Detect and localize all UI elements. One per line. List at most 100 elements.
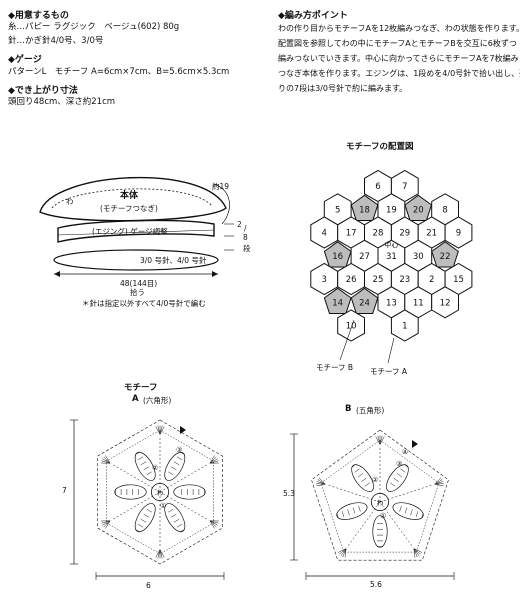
motif-number: 17	[346, 229, 357, 239]
motif-number: 15	[453, 275, 464, 285]
gauge-text: パターンL モチーフ A=6cm×7cm、B=5.6cm×5.3cm	[8, 67, 230, 77]
layout-label-b: モチーフ B	[316, 363, 354, 372]
motif-number: 31	[386, 252, 397, 262]
round-marker: ③	[176, 446, 182, 454]
gauge-heading: ◆ゲージ	[8, 55, 42, 65]
beret-band-line	[57, 229, 215, 236]
howto-line-5: りの7段は3/0号針で約に編みます。	[278, 84, 408, 93]
motif-number: 19	[386, 205, 397, 215]
motif-number: 20	[413, 205, 424, 215]
beret-side-num: 2	[237, 220, 242, 229]
motif-b-sub: (五角形)	[356, 406, 385, 415]
motif-number: 12	[440, 298, 451, 308]
beret-width-sub: 拾う	[130, 288, 145, 297]
pentagon-motif	[431, 241, 459, 268]
motif-cell: 18	[350, 194, 379, 221]
motif-b-height: 5.3	[283, 489, 295, 498]
layout-label-a: モチーフ A	[370, 367, 408, 376]
finished-heading: ◆でき上がり寸法	[8, 86, 78, 96]
round-marker: ②	[372, 476, 378, 484]
howto-heading: ◆編み方ポイント	[278, 11, 348, 21]
motif-b-label: B	[345, 404, 352, 414]
finished-text: 頭回り48cm、深さ約21cm	[8, 97, 116, 107]
motif-cell: 16	[323, 241, 352, 268]
motif-number: 16	[332, 252, 343, 262]
motif-number: 11	[413, 298, 424, 308]
round-marker: ②	[152, 464, 158, 472]
motif-b-start-mark: わ	[377, 499, 384, 507]
pentagon-motif	[350, 194, 379, 221]
motif-cell: 14	[323, 287, 352, 314]
round-marker: ③	[396, 460, 402, 468]
motif-number: 7	[402, 182, 407, 192]
motif-cell: 20	[404, 194, 433, 221]
beret-needles-label: 3/0 号針、4/0 号針	[140, 256, 207, 265]
motif-cell: 9	[444, 216, 473, 249]
start-arrow-icon	[412, 440, 418, 448]
motif-number: 10	[346, 322, 357, 332]
motif-a-sub: (六角形)	[143, 396, 172, 405]
motif-number: 27	[359, 252, 370, 262]
pentagon-motif	[323, 241, 352, 268]
motif-number: 6	[375, 182, 380, 192]
motif-b-width: 5.6	[370, 580, 382, 589]
motif-number: 13	[386, 298, 397, 308]
motif-a-center-ring	[150, 482, 170, 502]
beret-depth-label: 約19	[212, 182, 230, 191]
beret-body-sublabel: (モチーフつなぎ)	[100, 204, 158, 213]
beret-wa-label: わ	[66, 197, 74, 206]
motif-a-height: 7	[62, 486, 67, 495]
hexagon-motif	[337, 309, 365, 342]
depth-arrow	[213, 183, 230, 225]
motif-number: 22	[440, 252, 451, 262]
beret-diagram	[39, 176, 234, 277]
motif-cell: 24	[350, 287, 379, 314]
motif-cell: 12	[431, 286, 459, 319]
materials-heading: ◆用意するもの	[8, 11, 69, 21]
hexagon-motif	[390, 309, 419, 342]
pentagon-motif	[404, 194, 433, 221]
layout-title: モチーフの配置図	[346, 142, 414, 152]
materials-hook: 針…かぎ針4/0号、3/0号	[8, 36, 104, 46]
layout-center-label: 中心	[384, 240, 398, 249]
motif-number: 1	[402, 322, 407, 332]
round-marker: ①	[380, 512, 386, 520]
beret-width-label: 48(144目)	[120, 279, 158, 288]
start-arrow-icon	[180, 426, 186, 434]
beret-rows-label: 8	[243, 233, 248, 242]
beret-inner-line	[51, 188, 213, 209]
materials-yarn: 糸…パピー ラグジック ベージュ(602) 80g	[8, 22, 180, 32]
howto-line-4: つなぎ本体を作ります。エジングは、1段めを4/0号針で拾い出し、残	[278, 69, 520, 78]
beret-band	[57, 219, 215, 243]
motif-number: 30	[413, 252, 424, 262]
beret-body-label: 本体	[120, 191, 139, 201]
motif-cell: 3	[310, 262, 339, 296]
pentagon-motif	[323, 287, 352, 314]
motif-number: 18	[359, 205, 370, 215]
hexagon-motif	[431, 286, 459, 319]
motif-cell: 1	[390, 309, 419, 342]
motif-number: 29	[399, 229, 410, 239]
motif-a-chart: わ ③ ② ①	[70, 419, 225, 580]
motif-number: 26	[346, 275, 357, 285]
howto-line-2: 配置図を参照してわの中にモチーフAとモチーフBを交互に6枚ずつ	[278, 39, 517, 48]
motif-b-center-ring	[370, 492, 390, 512]
round-marker: ①	[160, 502, 166, 510]
motif-number: 14	[332, 298, 343, 308]
motif-number: 5	[335, 205, 340, 215]
motif-number: 2	[429, 275, 434, 285]
motif-a-label: A	[132, 394, 139, 404]
beret-side-sep: /	[244, 224, 247, 233]
motif-b-stitches: わ	[311, 429, 449, 561]
motif-cell: 10	[337, 309, 365, 342]
motif-title: モチーフ	[124, 383, 158, 393]
motif-a-start-mark: わ	[157, 489, 164, 497]
motif-a-stitches: わ	[97, 419, 223, 565]
motif-cell: 22	[431, 241, 459, 268]
motif-number: 3	[322, 275, 327, 285]
beret-edging-label: (エジング) ゲージ調整	[92, 227, 168, 236]
motif-number: 28	[373, 229, 384, 239]
hexagon-motif	[444, 216, 473, 249]
